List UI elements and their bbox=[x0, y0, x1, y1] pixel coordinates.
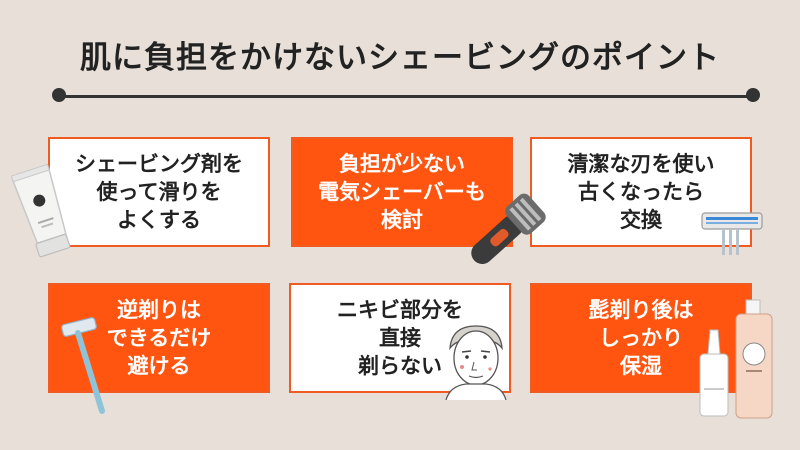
tip-card-electric-shaver: 負担が少ない 電気シェーバーも 検討 bbox=[291, 137, 513, 247]
electric-shaver-icon bbox=[471, 193, 546, 264]
man-face-icon bbox=[445, 325, 507, 401]
tip-text: シェービング剤を 使って滑りを よくする bbox=[75, 152, 243, 232]
tip-text: 清潔な刃を使い 古くなったら 交換 bbox=[567, 152, 715, 232]
tip-text: 負担が少ない 電気シェーバーも 検討 bbox=[318, 152, 486, 232]
divider-dot-right bbox=[746, 88, 760, 102]
razor-icon bbox=[61, 317, 105, 414]
cream-tube-icon bbox=[10, 163, 71, 258]
lotion-bottles-icon bbox=[699, 299, 773, 419]
tip-card-shaving-agent: シェービング剤を 使って滑りを よくする bbox=[48, 137, 270, 247]
divider-dot-left bbox=[52, 88, 66, 102]
tip-text: 逆剃りは できるだけ 避ける bbox=[106, 298, 212, 378]
tip-card-avoid-against-grain: 逆剃りは できるだけ 避ける bbox=[48, 283, 270, 393]
tip-text: 髭剃り後は しっかり 保湿 bbox=[588, 298, 694, 378]
tip-card-clean-blade: 清潔な刃を使い 古くなったら 交換 bbox=[530, 137, 752, 247]
title-divider bbox=[62, 95, 752, 98]
tip-text: ニキビ部分を 直接 剃らない bbox=[337, 298, 463, 378]
razor-blade-icon bbox=[701, 212, 763, 255]
page-title: 肌に負担をかけないシェービングのポイント bbox=[80, 40, 720, 76]
